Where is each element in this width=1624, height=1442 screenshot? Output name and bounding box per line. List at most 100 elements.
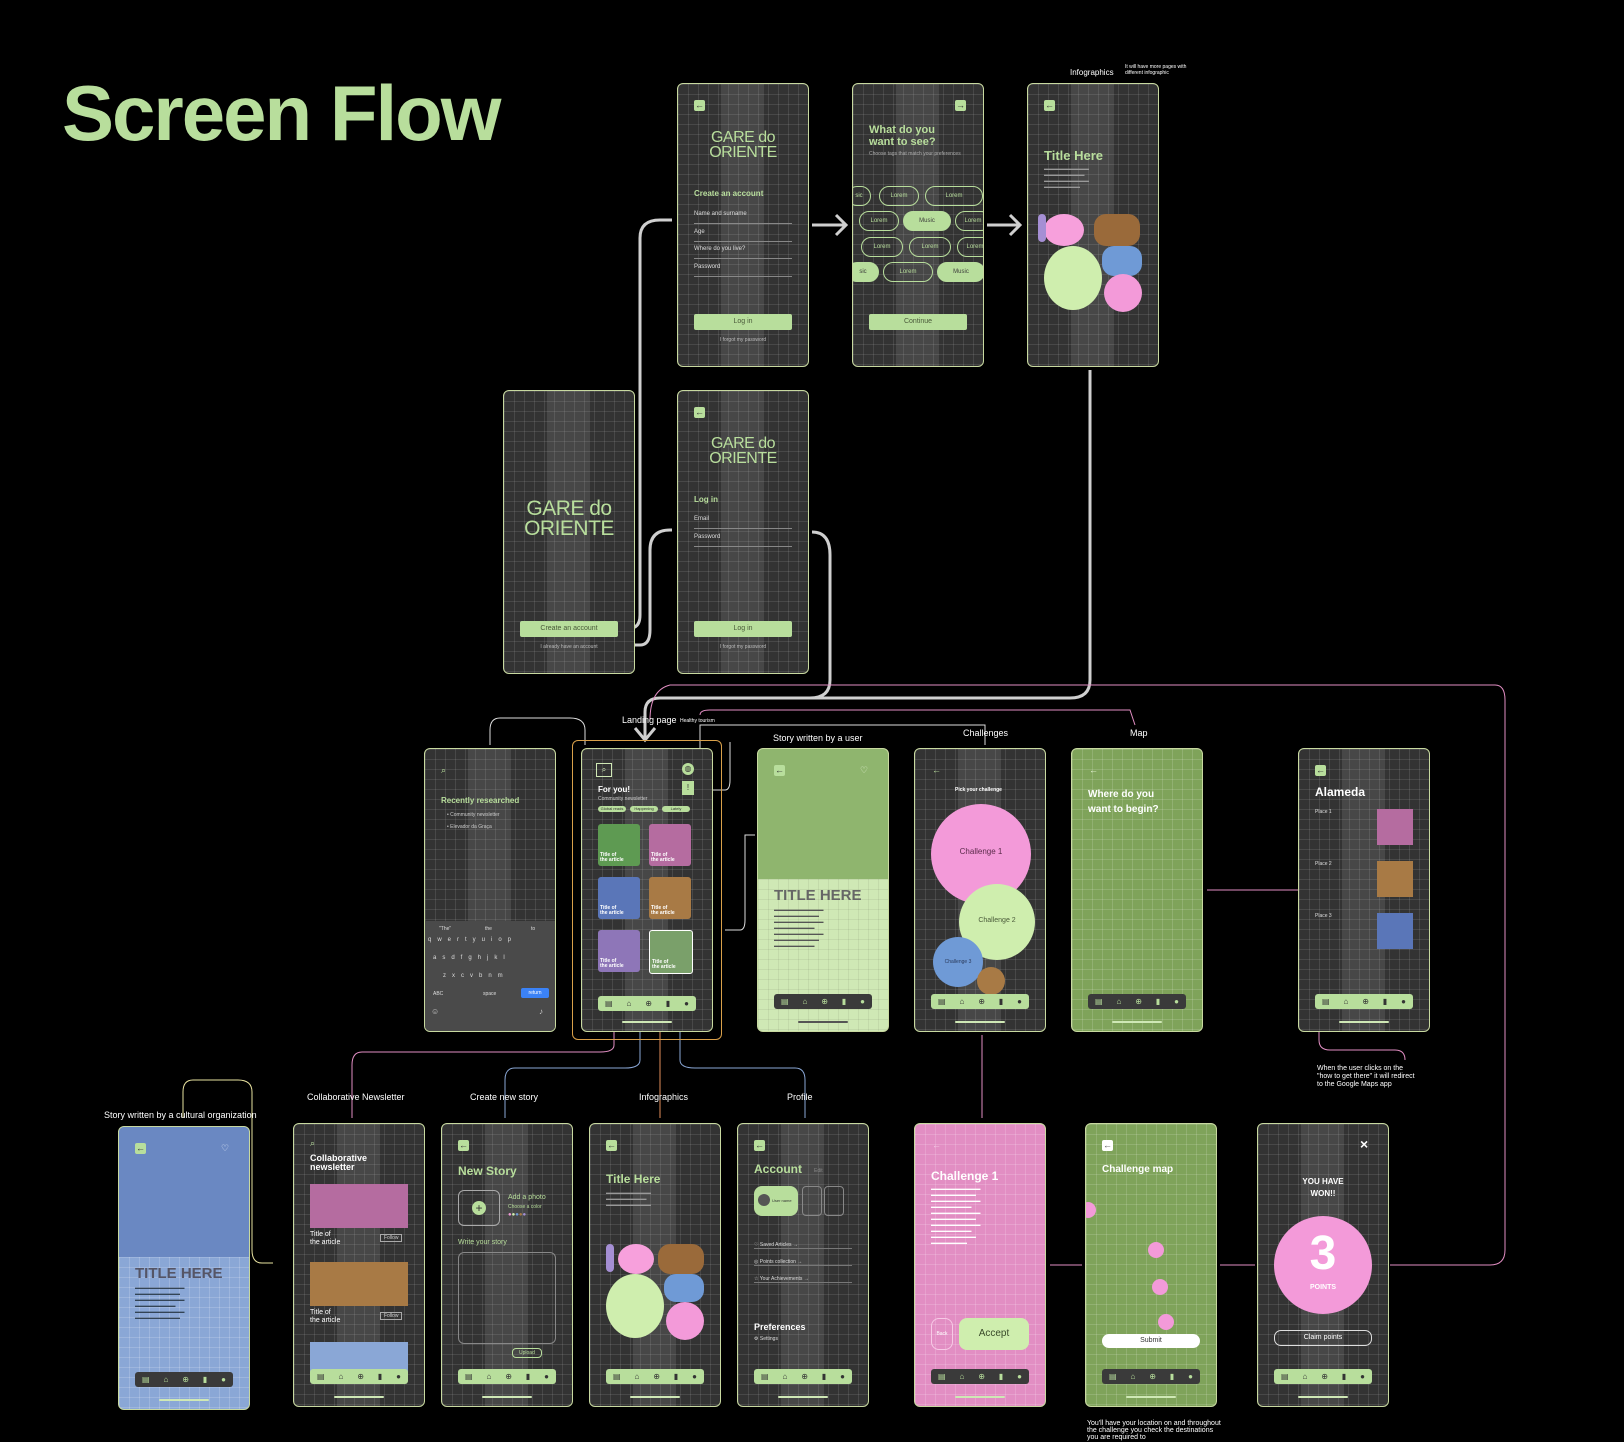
back-arrow-icon[interactable]: ← — [774, 765, 785, 776]
back-arrow-icon[interactable]: ← — [1315, 765, 1326, 776]
return-key[interactable]: return — [521, 988, 549, 998]
chart-icon[interactable]: ▮ — [665, 999, 671, 1008]
article-image[interactable] — [310, 1262, 408, 1306]
plus-icon[interactable]: ⊕ — [1135, 997, 1142, 1006]
edit-link[interactable]: Edit — [814, 1168, 823, 1174]
chart-icon[interactable]: ▮ — [841, 997, 847, 1006]
back-arrow-icon[interactable]: ← — [1089, 765, 1098, 775]
info-icon[interactable]: ! — [682, 781, 694, 795]
article-image[interactable] — [310, 1184, 408, 1228]
follow-button[interactable]: Follow — [380, 1234, 403, 1242]
plus-icon[interactable]: ⊕ — [1149, 1372, 1156, 1381]
map-pin[interactable] — [1152, 1279, 1168, 1295]
back-arrow-icon[interactable]: ← — [458, 1140, 469, 1151]
forward-arrow-icon[interactable]: → — [955, 100, 966, 111]
back-arrow-icon[interactable]: ← — [1044, 100, 1055, 111]
tag-pill[interactable]: Lorem — [909, 237, 951, 257]
chart-icon[interactable]: ▮ — [821, 1372, 827, 1381]
challenge-bubble[interactable] — [933, 937, 983, 987]
tag-pill[interactable]: Lorem — [957, 237, 983, 257]
close-icon[interactable]: × — [1360, 1136, 1369, 1152]
chart-icon[interactable]: ▮ — [1382, 997, 1388, 1006]
search-icon[interactable]: ⌕ — [310, 1138, 316, 1148]
user-icon[interactable]: ● — [1401, 997, 1406, 1006]
home-icon[interactable]: ⌂ — [802, 997, 808, 1006]
suggestion[interactable]: to — [531, 926, 536, 932]
user-icon[interactable]: ● — [1188, 1372, 1193, 1381]
user-icon[interactable]: ● — [1174, 997, 1179, 1006]
keyboard-row[interactable]: asdfghjkl — [433, 955, 511, 961]
age-field[interactable]: Age — [694, 229, 792, 242]
home-icon[interactable]: ⌂ — [782, 1372, 788, 1381]
chat-icon[interactable]: ▤ — [464, 1372, 473, 1381]
map-pin[interactable] — [1086, 1202, 1096, 1218]
chart-icon[interactable]: ▮ — [1341, 1372, 1347, 1381]
plus-icon[interactable]: ⊕ — [182, 1375, 189, 1384]
chat-icon[interactable]: ▤ — [612, 1372, 621, 1381]
back-arrow-icon[interactable]: ← — [932, 1140, 941, 1150]
chat-icon[interactable]: ▤ — [316, 1372, 325, 1381]
forgot-password-link[interactable]: I forgot my password — [719, 337, 767, 343]
filter-chip[interactable]: Global reads — [598, 806, 626, 812]
back-arrow-icon[interactable]: ← — [932, 765, 941, 775]
forgot-password-link[interactable]: I forgot my password — [719, 644, 767, 650]
place-image[interactable] — [1377, 809, 1413, 845]
follow-button[interactable]: Follow — [380, 1312, 403, 1320]
password-field[interactable]: Password — [694, 534, 792, 547]
tag-pill-selected[interactable]: Music — [937, 262, 983, 282]
tag-pill[interactable]: Lorem — [879, 186, 919, 206]
tag-pill[interactable]: Lorem — [861, 237, 903, 257]
add-photo-box[interactable]: + — [458, 1190, 500, 1226]
chart-icon[interactable]: ▮ — [673, 1372, 679, 1381]
home-icon[interactable]: ⌂ — [338, 1372, 344, 1381]
plus-icon[interactable]: ⊕ — [357, 1372, 364, 1381]
chart-icon[interactable]: ▮ — [377, 1372, 383, 1381]
plus-icon[interactable]: ⊕ — [505, 1372, 512, 1381]
chart-icon[interactable]: ▮ — [1155, 997, 1161, 1006]
menu-saved[interactable]: ♡ Saved Articles → — [754, 1242, 852, 1249]
menu-achievements[interactable]: ☆ Your Achievements → — [754, 1276, 852, 1283]
heart-icon[interactable]: ♡ — [860, 765, 869, 775]
email-field[interactable]: Email — [694, 516, 792, 529]
user-icon[interactable]: ● — [544, 1372, 549, 1381]
chart-icon[interactable]: ▮ — [202, 1375, 208, 1384]
tag-pill-selected[interactable]: Music — [903, 211, 951, 231]
chat-icon[interactable]: ▤ — [1094, 997, 1103, 1006]
filter-chip[interactable]: Happening — [630, 806, 658, 812]
chat-icon[interactable]: ▤ — [780, 997, 789, 1006]
user-icon[interactable]: ● — [1017, 1372, 1022, 1381]
settings-link[interactable]: ⚙ Settings — [754, 1336, 778, 1342]
chat-icon[interactable]: ▤ — [937, 997, 946, 1006]
story-textarea[interactable] — [458, 1252, 556, 1344]
mic-icon[interactable]: ♪ — [539, 1007, 543, 1016]
chat-icon[interactable]: ▤ — [604, 999, 613, 1008]
back-button[interactable]: Back — [931, 1318, 953, 1350]
user-icon[interactable]: ● — [840, 1372, 845, 1381]
search-icon[interactable]: ⌕ — [596, 763, 612, 777]
home-icon[interactable]: ⌂ — [626, 999, 632, 1008]
tag-pill-selected[interactable]: sic — [853, 262, 879, 282]
plus-icon[interactable]: ⊕ — [978, 1372, 985, 1381]
login-button[interactable]: Log in — [694, 621, 792, 637]
back-arrow-icon[interactable]: ← — [135, 1143, 146, 1154]
continue-button[interactable]: Continue — [869, 314, 967, 330]
name-field[interactable]: Name and surname — [694, 211, 792, 224]
challenge-bubble[interactable] — [977, 967, 1005, 995]
keyboard-row[interactable]: qwertyuiop — [428, 937, 518, 943]
password-field[interactable]: Password — [694, 264, 792, 277]
claim-points-button[interactable]: Claim points — [1274, 1330, 1372, 1346]
location-field[interactable]: Where do you live? — [694, 246, 792, 259]
tag-pill[interactable]: Lorem — [955, 211, 983, 231]
plus-icon[interactable]: ⊕ — [978, 997, 985, 1006]
upload-button[interactable]: Upload — [512, 1348, 542, 1358]
color-swatches[interactable]: ●●●●● — [508, 1212, 527, 1218]
chat-icon[interactable]: ▤ — [937, 1372, 946, 1381]
chat-icon[interactable]: ▤ — [760, 1372, 769, 1381]
chat-icon[interactable]: ▤ — [1321, 997, 1330, 1006]
plus-icon[interactable]: ⊕ — [1362, 997, 1369, 1006]
place-image[interactable] — [1377, 913, 1413, 949]
abc-key[interactable]: ABC — [433, 991, 444, 997]
home-icon[interactable]: ⌂ — [634, 1372, 640, 1381]
